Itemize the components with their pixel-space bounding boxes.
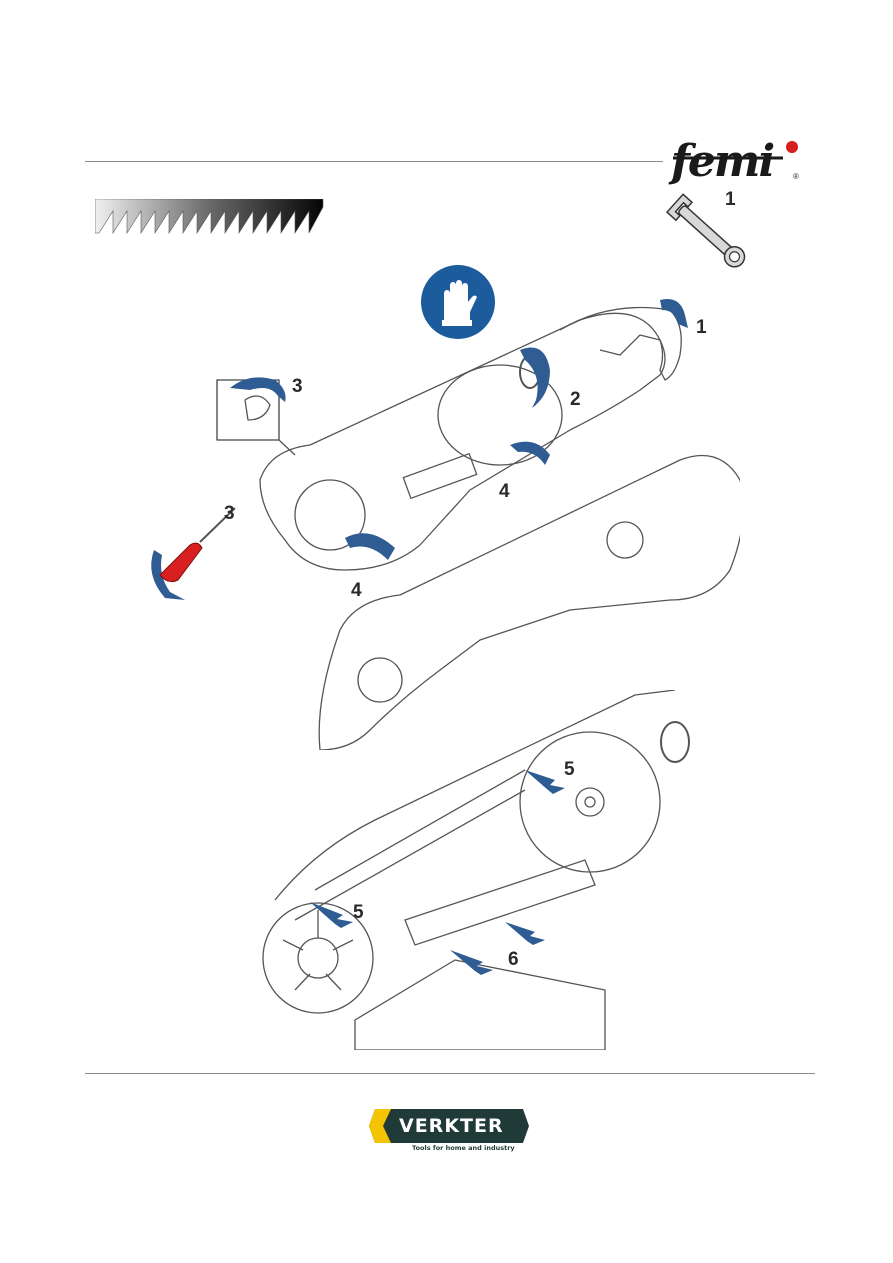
frame-truss-lower [294,789,526,921]
step-number-guide: 6 [508,949,519,970]
upper-wheel-hub [575,787,605,817]
frame-truss-upper [314,769,526,891]
rotation-arrows [151,299,688,600]
lower-wheel-spokes [282,910,354,991]
cover-upper-hole [606,521,644,559]
arrow-cover-lower [345,533,395,560]
arrow-hand-detail [230,377,286,402]
arrow-tension-knob [520,347,550,408]
arrow-lift-handle [660,299,688,328]
lower-wheel [262,902,374,1014]
tension-knob [660,721,690,763]
step-number-screwdriver: 3 [224,503,235,524]
step-number-lower-wheel: 5 [353,902,364,923]
arrow-guide-right [505,922,545,945]
arrow-guide-left [450,950,493,975]
wrench-icon [662,190,752,280]
lower-wheel-outline [294,479,366,551]
hand-detail-thumb [244,395,271,421]
screwdriver-icon [159,507,236,583]
verkter-badge-shape [369,1109,529,1143]
verkter-tagline: Tools for home and industry [412,1144,515,1152]
step-number-upper-wheel: 5 [564,759,575,780]
header-rule [85,161,663,162]
arrow-cover-upper [510,441,550,465]
upper-wheel [519,731,661,873]
femi-logo-mark [673,141,798,160]
cover-lower-hole [357,657,403,703]
verkter-yellow-chevron [369,1109,391,1143]
arrow-screwdriver [151,550,185,600]
wrench-step-number: 1 [725,189,736,210]
verkter-wordmark: VERKTER [399,1115,504,1137]
blade-guide-arm [404,859,596,946]
step-number-hand: 3 [292,376,303,397]
verkter-logo: VERKTER Tools for home and industry [369,1109,529,1155]
femi-logo: femi ® [665,136,805,188]
femi-logo-text: femi [671,136,775,187]
upper-wheel-outline [437,364,563,466]
cover-removal-diagram [140,280,744,755]
registered-mark: ® [793,172,799,181]
handle-outline [559,306,682,381]
wheel-detail-diagram [255,689,755,1055]
step-number-cover-upper: 4 [499,481,510,502]
lower-wheel-hub [297,937,339,979]
housing-outline [259,312,666,571]
arrow-lower-wheel [310,902,353,928]
arrow-upper-wheel [525,770,565,794]
frame-top-edge [274,689,676,901]
step-number-cover-lower: 4 [351,580,362,601]
base-plate [354,959,606,1051]
femi-logo-dot [786,141,798,153]
step-number-knob: 2 [570,389,581,410]
saw-blade-icon [94,198,325,240]
step-number-lift: 1 [696,317,707,338]
removal-arrows [310,770,565,975]
blade-guide-outline [402,453,478,499]
footer-rule [85,1073,815,1074]
gloves-icon [420,264,496,345]
